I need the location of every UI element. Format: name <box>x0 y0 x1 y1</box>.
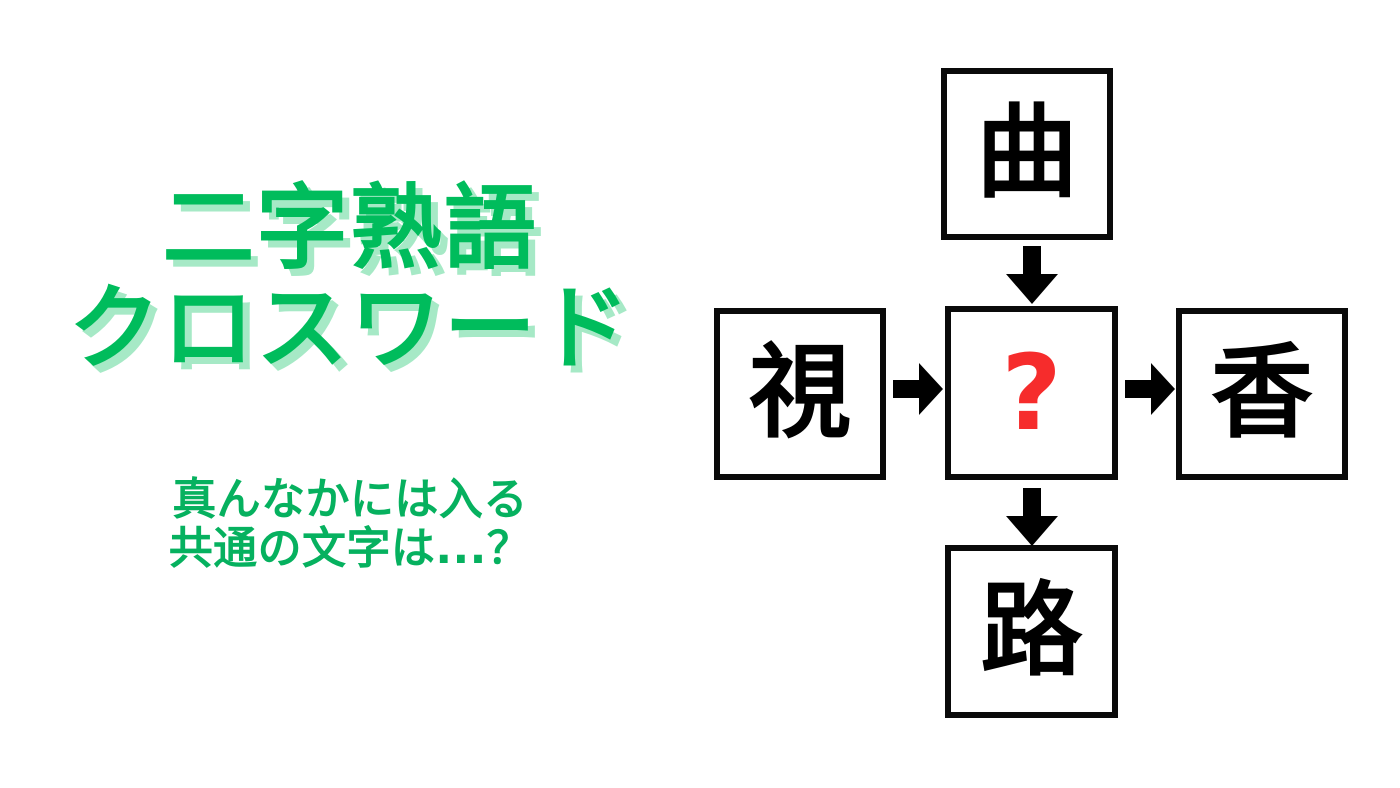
title-line-1: 二字熟語 <box>162 175 538 282</box>
subtitle-line-2: 共通の文字は...？ <box>168 523 532 575</box>
kanji-cell-top-char: 曲 <box>976 94 1078 213</box>
title-line-2: クロスワード <box>68 274 632 382</box>
arrow-right-icon-center-to-right <box>1125 363 1175 415</box>
kanji-cell-left-char: 視 <box>749 334 851 453</box>
subtitle-block: 真んなかには入る 共通の文字は...？ <box>0 475 700 574</box>
kanji-cell-top: 曲 <box>941 68 1113 240</box>
kanji-cell-right: 香 <box>1176 308 1348 480</box>
arrow-right-icon-left-to-center <box>893 363 943 415</box>
arrow-down-icon-top-to-center <box>1006 246 1058 304</box>
subtitle-line-1: 真んなかには入る <box>172 474 528 525</box>
kanji-cell-bottom-char: 路 <box>980 571 1083 691</box>
kanji-cell-left: 視 <box>714 308 886 480</box>
kanji-cell-center-answer: ? <box>945 306 1118 480</box>
kanji-cell-right-char: 香 <box>1211 334 1313 453</box>
title-block: 二字熟語 クロスワード <box>0 180 700 377</box>
kanji-cell-bottom: 路 <box>945 545 1118 718</box>
question-mark-answer: ? <box>1001 332 1062 454</box>
arrow-down-icon-center-to-bottom <box>1006 488 1058 546</box>
